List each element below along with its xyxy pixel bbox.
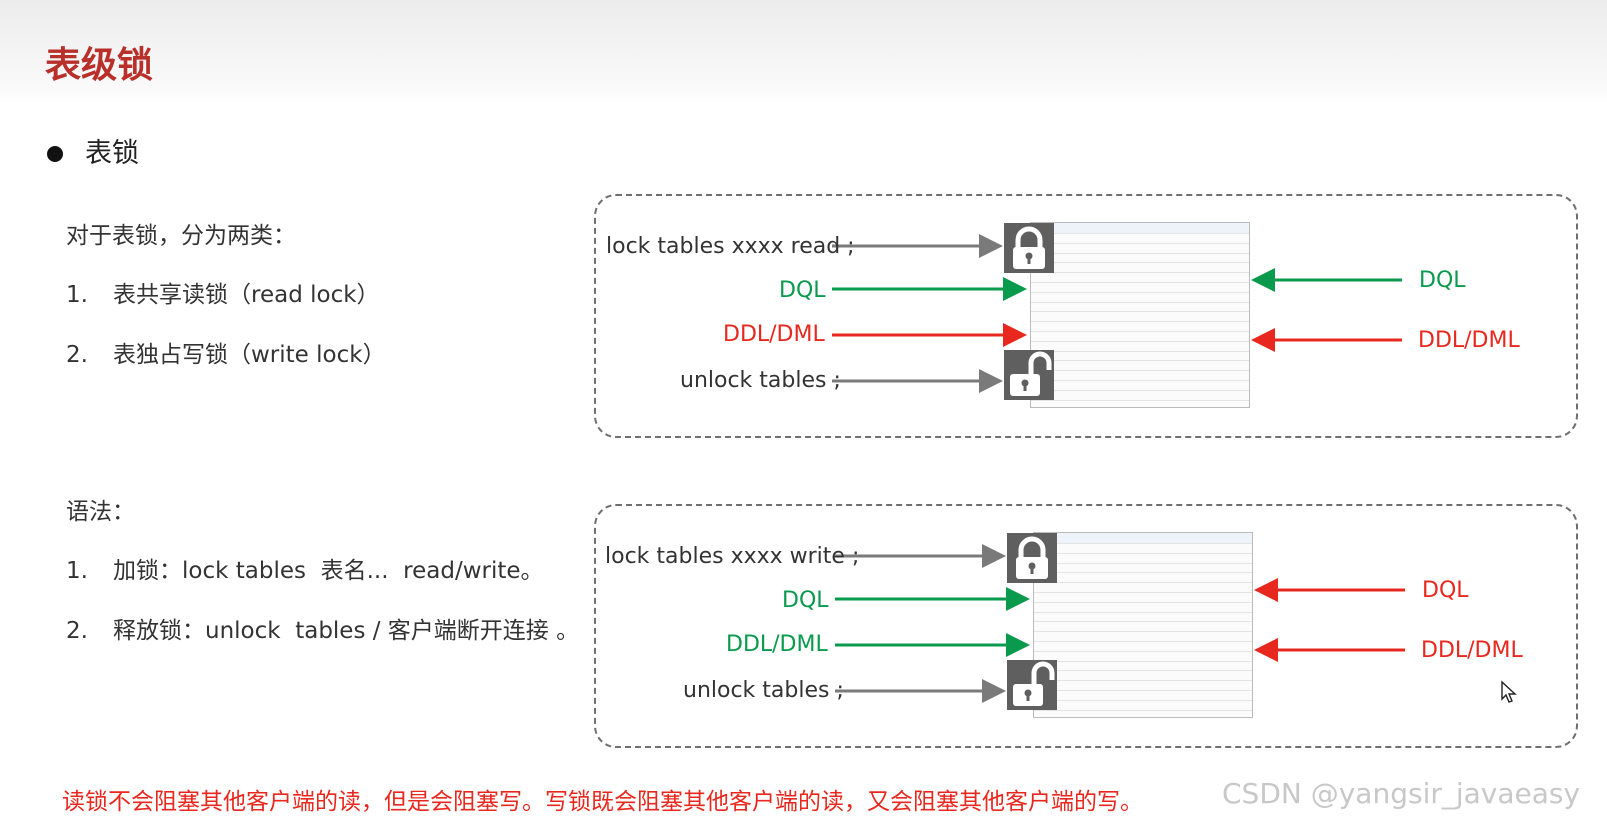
thumbnail-row	[1031, 283, 1249, 293]
thumbnail-row	[1034, 652, 1252, 662]
thumbnail-row	[1034, 583, 1252, 593]
thumbnail-row	[1034, 671, 1252, 682]
thumbnail-row	[1034, 564, 1252, 574]
read-left-ddl-label: DDL/DML	[723, 322, 825, 347]
thumbnail-row	[1034, 603, 1252, 613]
syntax-2-text: 释放锁：unlock tables / 客户端断开连接 。	[113, 618, 580, 644]
syntax-label: 语法：	[66, 499, 135, 525]
bullet-dot	[47, 146, 63, 162]
thumbnail-row	[1031, 381, 1249, 391]
write-left-dql-label: DQL	[782, 588, 829, 613]
write-unlock-command: unlock tables ;	[683, 678, 844, 703]
bullet-heading: 表锁	[85, 138, 139, 169]
type-2-text: 表独占写锁（write lock）	[113, 342, 386, 368]
thumbnail-row	[1034, 593, 1252, 603]
syntax-1-text: 加锁：lock tables 表名... read/write。	[113, 558, 544, 584]
thumbnail-row	[1034, 544, 1252, 554]
thumbnail-row	[1031, 234, 1249, 244]
read-left-dql-label: DQL	[779, 278, 826, 303]
type-2-num: 2.	[66, 342, 88, 368]
thumbnail-row	[1031, 391, 1249, 401]
write-left-ddl-label: DDL/DML	[726, 632, 828, 657]
thumbnail-row	[1034, 642, 1252, 652]
thumbnail-row	[1031, 371, 1249, 381]
padlock-closed-icon	[1007, 533, 1057, 583]
thumbnail-row	[1034, 691, 1252, 701]
thumbnail-row	[1034, 701, 1252, 711]
table-thumbnail-write	[1033, 532, 1253, 718]
type-1-text: 表共享读锁（read lock）	[113, 282, 380, 308]
table-thumbnail-read	[1030, 222, 1250, 408]
read-lock-diagram-box	[594, 194, 1578, 438]
read-right-dql-label: DQL	[1419, 268, 1466, 293]
write-right-ddl-label: DDL/DML	[1421, 638, 1523, 663]
padlock-open-icon	[1007, 660, 1057, 710]
thumbnail-row	[1031, 303, 1249, 313]
thumbnail-row	[1031, 332, 1249, 342]
footer-note: 读锁不会阻塞其他客户端的读，但是会阻塞写。写锁既会阻塞其他客户端的读，又会阻塞其…	[62, 789, 1143, 815]
thumbnail-row	[1031, 352, 1249, 362]
watermark: CSDN @yangsir_javaeasy	[1222, 777, 1581, 810]
thumbnail-row	[1031, 244, 1249, 254]
syntax-1-num: 1.	[66, 558, 88, 584]
read-lock-command: lock tables xxxx read ;	[606, 234, 855, 259]
thumbnail-row	[1031, 312, 1249, 323]
thumbnail-row	[1031, 223, 1249, 234]
thumbnail-row	[1034, 533, 1252, 544]
intro-text: 对于表锁，分为两类：	[66, 223, 296, 249]
thumbnail-row	[1031, 361, 1249, 372]
thumbnail-row	[1031, 293, 1249, 303]
slide-header	[0, 0, 1607, 104]
thumbnail-row	[1031, 342, 1249, 352]
padlock-open-icon	[1004, 350, 1054, 400]
thumbnail-row	[1034, 573, 1252, 584]
thumbnail-row	[1031, 322, 1249, 332]
read-right-ddl-label: DDL/DML	[1418, 328, 1520, 353]
thumbnail-row	[1034, 622, 1252, 633]
thumbnail-row	[1031, 263, 1249, 274]
thumbnail-row	[1031, 254, 1249, 264]
thumbnail-row	[1034, 613, 1252, 623]
write-lock-command: lock tables xxxx write ;	[605, 544, 860, 569]
write-right-dql-label: DQL	[1422, 578, 1469, 603]
read-unlock-command: unlock tables ;	[680, 368, 841, 393]
type-1-num: 1.	[66, 282, 88, 308]
padlock-closed-icon	[1004, 223, 1054, 273]
thumbnail-row	[1034, 554, 1252, 564]
thumbnail-row	[1031, 273, 1249, 283]
write-lock-diagram-box	[594, 504, 1578, 748]
syntax-2-num: 2.	[66, 618, 88, 644]
thumbnail-row	[1034, 632, 1252, 642]
thumbnail-row	[1034, 681, 1252, 691]
slide-title: 表级锁	[45, 45, 154, 86]
thumbnail-row	[1034, 662, 1252, 672]
